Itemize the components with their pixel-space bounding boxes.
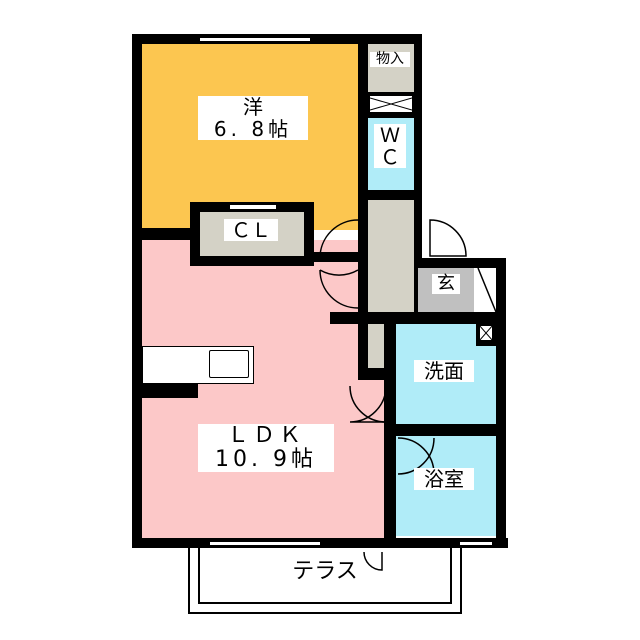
label-terrace: テラス <box>292 559 358 584</box>
wall-closet-right <box>312 252 362 262</box>
terrace-outline-inner <box>198 548 452 604</box>
wall-hall-left <box>358 34 368 380</box>
wall-right-lower <box>496 258 506 548</box>
window-closet <box>230 203 276 211</box>
label-washroom: 洗面 <box>414 360 474 382</box>
room-size: 6. 8帖 <box>213 117 293 141</box>
wall-bottom <box>132 538 508 548</box>
wall-kitchen <box>142 384 198 398</box>
room-size: 10. 9帖 <box>215 447 317 473</box>
storage-x-icon <box>369 96 413 112</box>
room-name: 洋 <box>243 95 263 119</box>
wall-wc-hall <box>368 190 414 200</box>
label-bathroom: 浴室 <box>414 468 474 490</box>
window-bathroom <box>460 540 492 547</box>
vent-x-icon <box>478 324 494 342</box>
label-wc: Ｗ Ｃ <box>374 124 406 168</box>
room-hallway <box>368 200 416 312</box>
room-name: ＬＤＫ <box>226 423 305 448</box>
label-closet: ＣＬ <box>224 219 278 241</box>
window-western <box>200 36 310 43</box>
wall-entrance-top <box>414 258 506 268</box>
label-western: 洋 6. 8帖 <box>198 96 308 140</box>
wall-left <box>132 34 142 548</box>
wall-hall-entrance <box>414 200 418 312</box>
kitchen-sink <box>209 350 249 378</box>
terrace-outline-outer <box>188 548 462 614</box>
wall-western-ldk <box>132 228 192 240</box>
window-ldk <box>210 540 320 547</box>
label-entrance: 玄 <box>432 274 460 294</box>
wall-wash-bath <box>396 424 506 436</box>
wall-ldk-lower <box>358 368 396 380</box>
wall-hall-mid <box>330 312 506 324</box>
wall-right-upper <box>414 34 422 264</box>
label-ldk: ＬＤＫ 10. 9帖 <box>198 423 334 473</box>
label-storage: 物入 <box>370 51 410 68</box>
